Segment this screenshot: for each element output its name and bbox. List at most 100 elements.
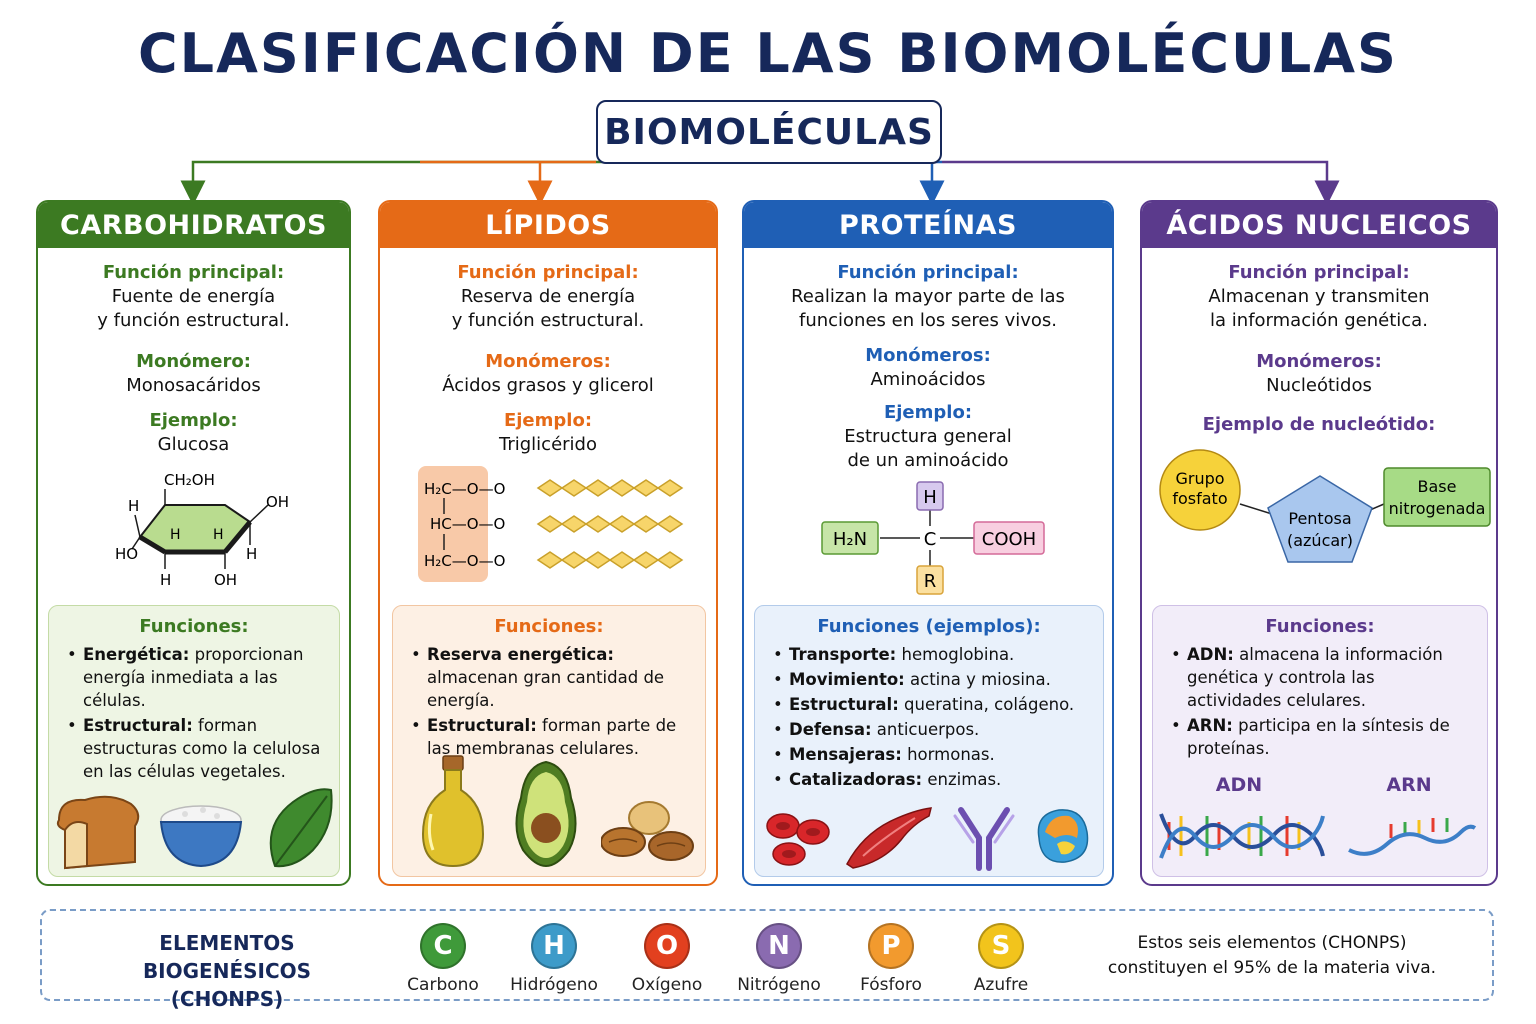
function-item: Reserva energética: almacenan gran canti… <box>409 643 689 712</box>
biogenic-title-line: ELEMENTOS BIOGENÉSICOS <box>142 931 312 983</box>
functions-title: Funciones: <box>139 616 249 637</box>
monomer-text: Nucleótidos <box>1266 375 1372 396</box>
element-hidrogeno: H Hidrógeno <box>499 923 609 995</box>
element-symbol: C <box>420 923 466 969</box>
mol-label: OH <box>266 493 289 511</box>
mol-label: OH <box>214 571 237 589</box>
example-text: Glucosa <box>157 434 230 455</box>
main-function-label: Función principal: <box>457 262 639 283</box>
element-symbol: O <box>644 923 690 969</box>
dna-label: ADN <box>1215 774 1263 796</box>
connector-nuc <box>942 160 1340 206</box>
card-lipidos: LÍPIDOS Función principal: Reserva de en… <box>378 200 718 886</box>
functions-title: Funciones (ejemplos): <box>817 616 1041 637</box>
function-item: Movimiento: actina y miosina. <box>771 668 1087 691</box>
element-symbol: P <box>868 923 914 969</box>
svg-text:Grupo: Grupo <box>1175 469 1224 488</box>
mol-label: H <box>246 545 257 563</box>
amino-acid-structure: H C R H₂N COOH <box>821 481 1045 595</box>
antibody-icon <box>953 807 1015 871</box>
amino-label: C <box>924 529 937 550</box>
oil-bottle-icon <box>421 755 485 868</box>
card-carbohidratos: CARBOHIDRATOS Función principal: Fuente … <box>36 200 351 886</box>
connector-prot <box>919 160 945 206</box>
red-blood-cells-icon <box>766 813 830 866</box>
card-header: ÁCIDOS NUCLEICOS <box>1142 202 1496 248</box>
functions-list: Reserva energética: almacenan gran canti… <box>409 643 689 760</box>
card-acidos-nucleicos: ÁCIDOS NUCLEICOS Función principal: Alma… <box>1140 200 1498 886</box>
element-oxigeno: O Oxígeno <box>612 923 722 995</box>
mol-label: H <box>128 497 139 515</box>
svg-text:fosfato: fosfato <box>1172 489 1227 508</box>
dna-helix-icon <box>1159 813 1325 859</box>
nuts-icon <box>601 801 694 861</box>
monomer-label: Monómeros: <box>865 345 991 366</box>
mol-row: HC—O—O <box>430 515 505 533</box>
monomer-text: Aminoácidos <box>870 369 986 390</box>
monomer-label: Monómero: <box>136 351 251 372</box>
functions-list: ADN: almacena la información genética y … <box>1169 643 1471 760</box>
function-item: ADN: almacena la información genética y … <box>1169 643 1471 712</box>
card-proteinas: PROTEÍNAS Función principal: Realizan la… <box>742 200 1114 886</box>
example-label: Ejemplo: <box>149 410 238 431</box>
nucleotide-diagram: Grupo fosfato Pentosa (azúcar) Base nitr… <box>1159 449 1491 563</box>
triglyceride-molecule: H₂C—O—O HC—O—O H₂C—O—O <box>424 479 684 570</box>
biogenic-title: ELEMENTOS BIOGENÉSICOS (CHONPS) <box>82 929 372 1013</box>
svg-text:(azúcar): (azúcar) <box>1287 531 1353 550</box>
functions-title: Funciones: <box>1265 616 1375 637</box>
functions-box: Funciones (ejemplos): Transporte: hemogl… <box>754 605 1104 877</box>
card-header: PROTEÍNAS <box>744 202 1112 248</box>
element-symbol: H <box>531 923 577 969</box>
amino-label: H₂N <box>833 529 867 550</box>
example-text: de un aminoácido <box>847 450 1009 471</box>
monomer-label: Monómeros: <box>1256 351 1382 372</box>
mol-label: H <box>160 571 171 589</box>
main-function-label: Función principal: <box>1228 262 1410 283</box>
function-item: ARN: participa en la síntesis de proteín… <box>1169 714 1471 760</box>
amino-label: COOH <box>982 529 1036 550</box>
mol-label: H <box>170 527 181 543</box>
element-symbol: N <box>756 923 802 969</box>
mol-label: CH₂OH <box>164 471 215 489</box>
monomer-label: Monómeros: <box>485 351 611 372</box>
element-name: Azufre <box>973 975 1029 995</box>
rice-bowl-icon <box>159 805 243 868</box>
root-node: BIOMOLÉCULAS <box>596 100 942 164</box>
function-item: Defensa: anticuerpos. <box>771 718 1087 741</box>
main-function-line: y función estructural. <box>451 310 645 331</box>
page-title: CLASIFICACIÓN DE LAS BIOMOLÉCULAS <box>138 22 1398 85</box>
function-item: Estructural: forman parte de las membran… <box>409 714 689 760</box>
enzyme-icon <box>1037 809 1089 863</box>
main-function-line: Reserva de energía <box>460 286 636 307</box>
amino-label: H <box>923 487 937 508</box>
element-name: Nitrógeno <box>737 975 821 995</box>
biogenic-note: Estos seis elementos (CHONPS) constituye… <box>1082 931 1462 981</box>
svg-text:nitrogenada: nitrogenada <box>1389 499 1486 518</box>
function-item: Estructural: queratina, colágeno. <box>771 693 1087 716</box>
biogenic-title-line: (CHONPS) <box>170 987 284 1011</box>
example-text: Estructura general <box>844 426 1012 447</box>
leaf-icon <box>269 788 333 868</box>
element-name: Carbono <box>407 975 479 995</box>
element-nitrogeno: N Nitrógeno <box>724 923 834 995</box>
nitrogen-base <box>1383 467 1491 527</box>
example-label: Ejemplo: <box>883 402 973 423</box>
element-name: Hidrógeno <box>510 975 598 995</box>
pentose-sugar <box>1267 475 1373 563</box>
element-fosforo: P Fósforo <box>836 923 946 995</box>
functions-list: Energética: proporcionan energía inmedia… <box>65 643 323 783</box>
functions-box: Funciones: Energética: proporcionan ener… <box>48 605 340 877</box>
element-carbono: C Carbono <box>388 923 498 995</box>
element-name: Oxígeno <box>631 975 703 995</box>
biogenic-note-line: constituyen el 95% de la materia viva. <box>1107 958 1437 978</box>
rna-label: ARN <box>1386 774 1432 796</box>
avocado-icon <box>515 760 577 868</box>
main-function-line: funciones en los seres vivos. <box>798 310 1057 331</box>
glycerol-backbone <box>418 466 488 582</box>
monomer-text: Monosacáridos <box>126 375 261 396</box>
main-function-line: y función estructural. <box>97 310 290 331</box>
card-header: CARBOHIDRATOS <box>38 202 349 248</box>
function-item: Catalizadoras: enzimas. <box>771 768 1087 791</box>
main-function-line: la información genética. <box>1210 310 1428 331</box>
svg-text:Pentosa: Pentosa <box>1288 509 1351 528</box>
